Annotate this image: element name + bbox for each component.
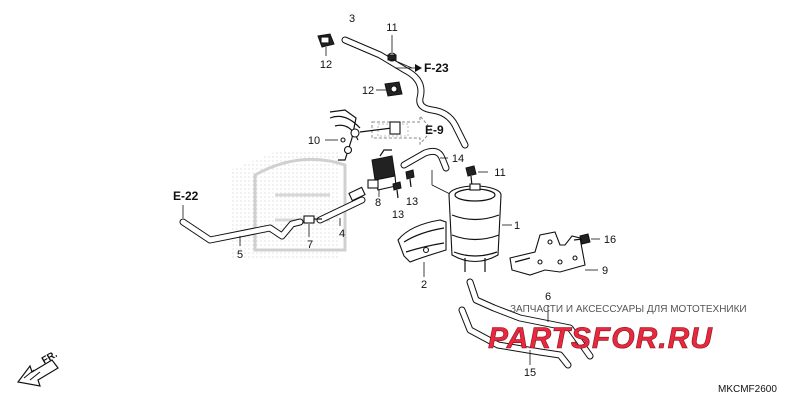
- front-direction-arrow: [16, 359, 59, 387]
- tube-14: [400, 147, 450, 172]
- solenoid-valve-8: [367, 149, 397, 191]
- band-2: [397, 219, 447, 263]
- tube-5: [179, 218, 304, 244]
- callout-11-top: 11: [386, 22, 397, 34]
- callout-8: 8: [375, 197, 381, 209]
- callout-6: 6: [545, 291, 551, 303]
- canister-1: [448, 183, 502, 272]
- callout-1: 1: [514, 220, 520, 232]
- front-direction-label: FR.: [40, 349, 60, 367]
- tube-6: [466, 278, 594, 360]
- callout-11-canister: 11: [494, 167, 505, 179]
- tube-3: [341, 36, 469, 149]
- reference-f23: F-23: [424, 61, 449, 75]
- reference-e22: E-22: [173, 189, 199, 203]
- watermark-brand: PARTSFOR.RU: [488, 322, 713, 355]
- callout-12-mid: 12: [362, 85, 374, 97]
- clip-12-top: [317, 33, 335, 48]
- callout-15: 15: [524, 367, 536, 379]
- clamp-11-canister: [465, 165, 477, 187]
- e9-ghost-arrow: [371, 114, 433, 146]
- callout-10: 10: [308, 135, 320, 147]
- callout-14: 14: [452, 153, 464, 165]
- diagram-code: MKCMF2600: [718, 384, 777, 395]
- bolt-13-a: [392, 181, 402, 199]
- hose-4: [316, 186, 366, 224]
- callout-3: 3: [349, 13, 355, 25]
- clip-12-mid: [384, 81, 403, 97]
- clamp-11-top: [387, 52, 397, 62]
- callout-16: 16: [604, 234, 616, 246]
- reference-e9: E-9: [425, 123, 444, 137]
- callout-12-top: 12: [320, 59, 332, 71]
- callout-13-left: 13: [392, 209, 404, 221]
- bracket-10: [329, 109, 361, 161]
- bolt-13-b: [405, 169, 415, 188]
- callout-13-right: 13: [406, 196, 418, 208]
- callout-4: 4: [339, 228, 345, 240]
- callout-7: 7: [307, 239, 313, 251]
- callout-5: 5: [237, 249, 243, 261]
- bolt-16: [573, 233, 591, 245]
- reference-arrow-f23: [395, 61, 422, 72]
- bolt-ghost: [359, 121, 401, 135]
- background-emblem: [230, 150, 347, 260]
- watermark-tagline: ЗАПЧАСТИ И АКСЕССУАРЫ ДЛЯ МОТОТЕХНИКИ: [510, 304, 747, 315]
- callout-2: 2: [421, 279, 427, 291]
- fitting-7: [303, 215, 322, 224]
- callout-9: 9: [602, 265, 608, 277]
- tube-15: [458, 306, 572, 369]
- bracket-9: [509, 231, 586, 276]
